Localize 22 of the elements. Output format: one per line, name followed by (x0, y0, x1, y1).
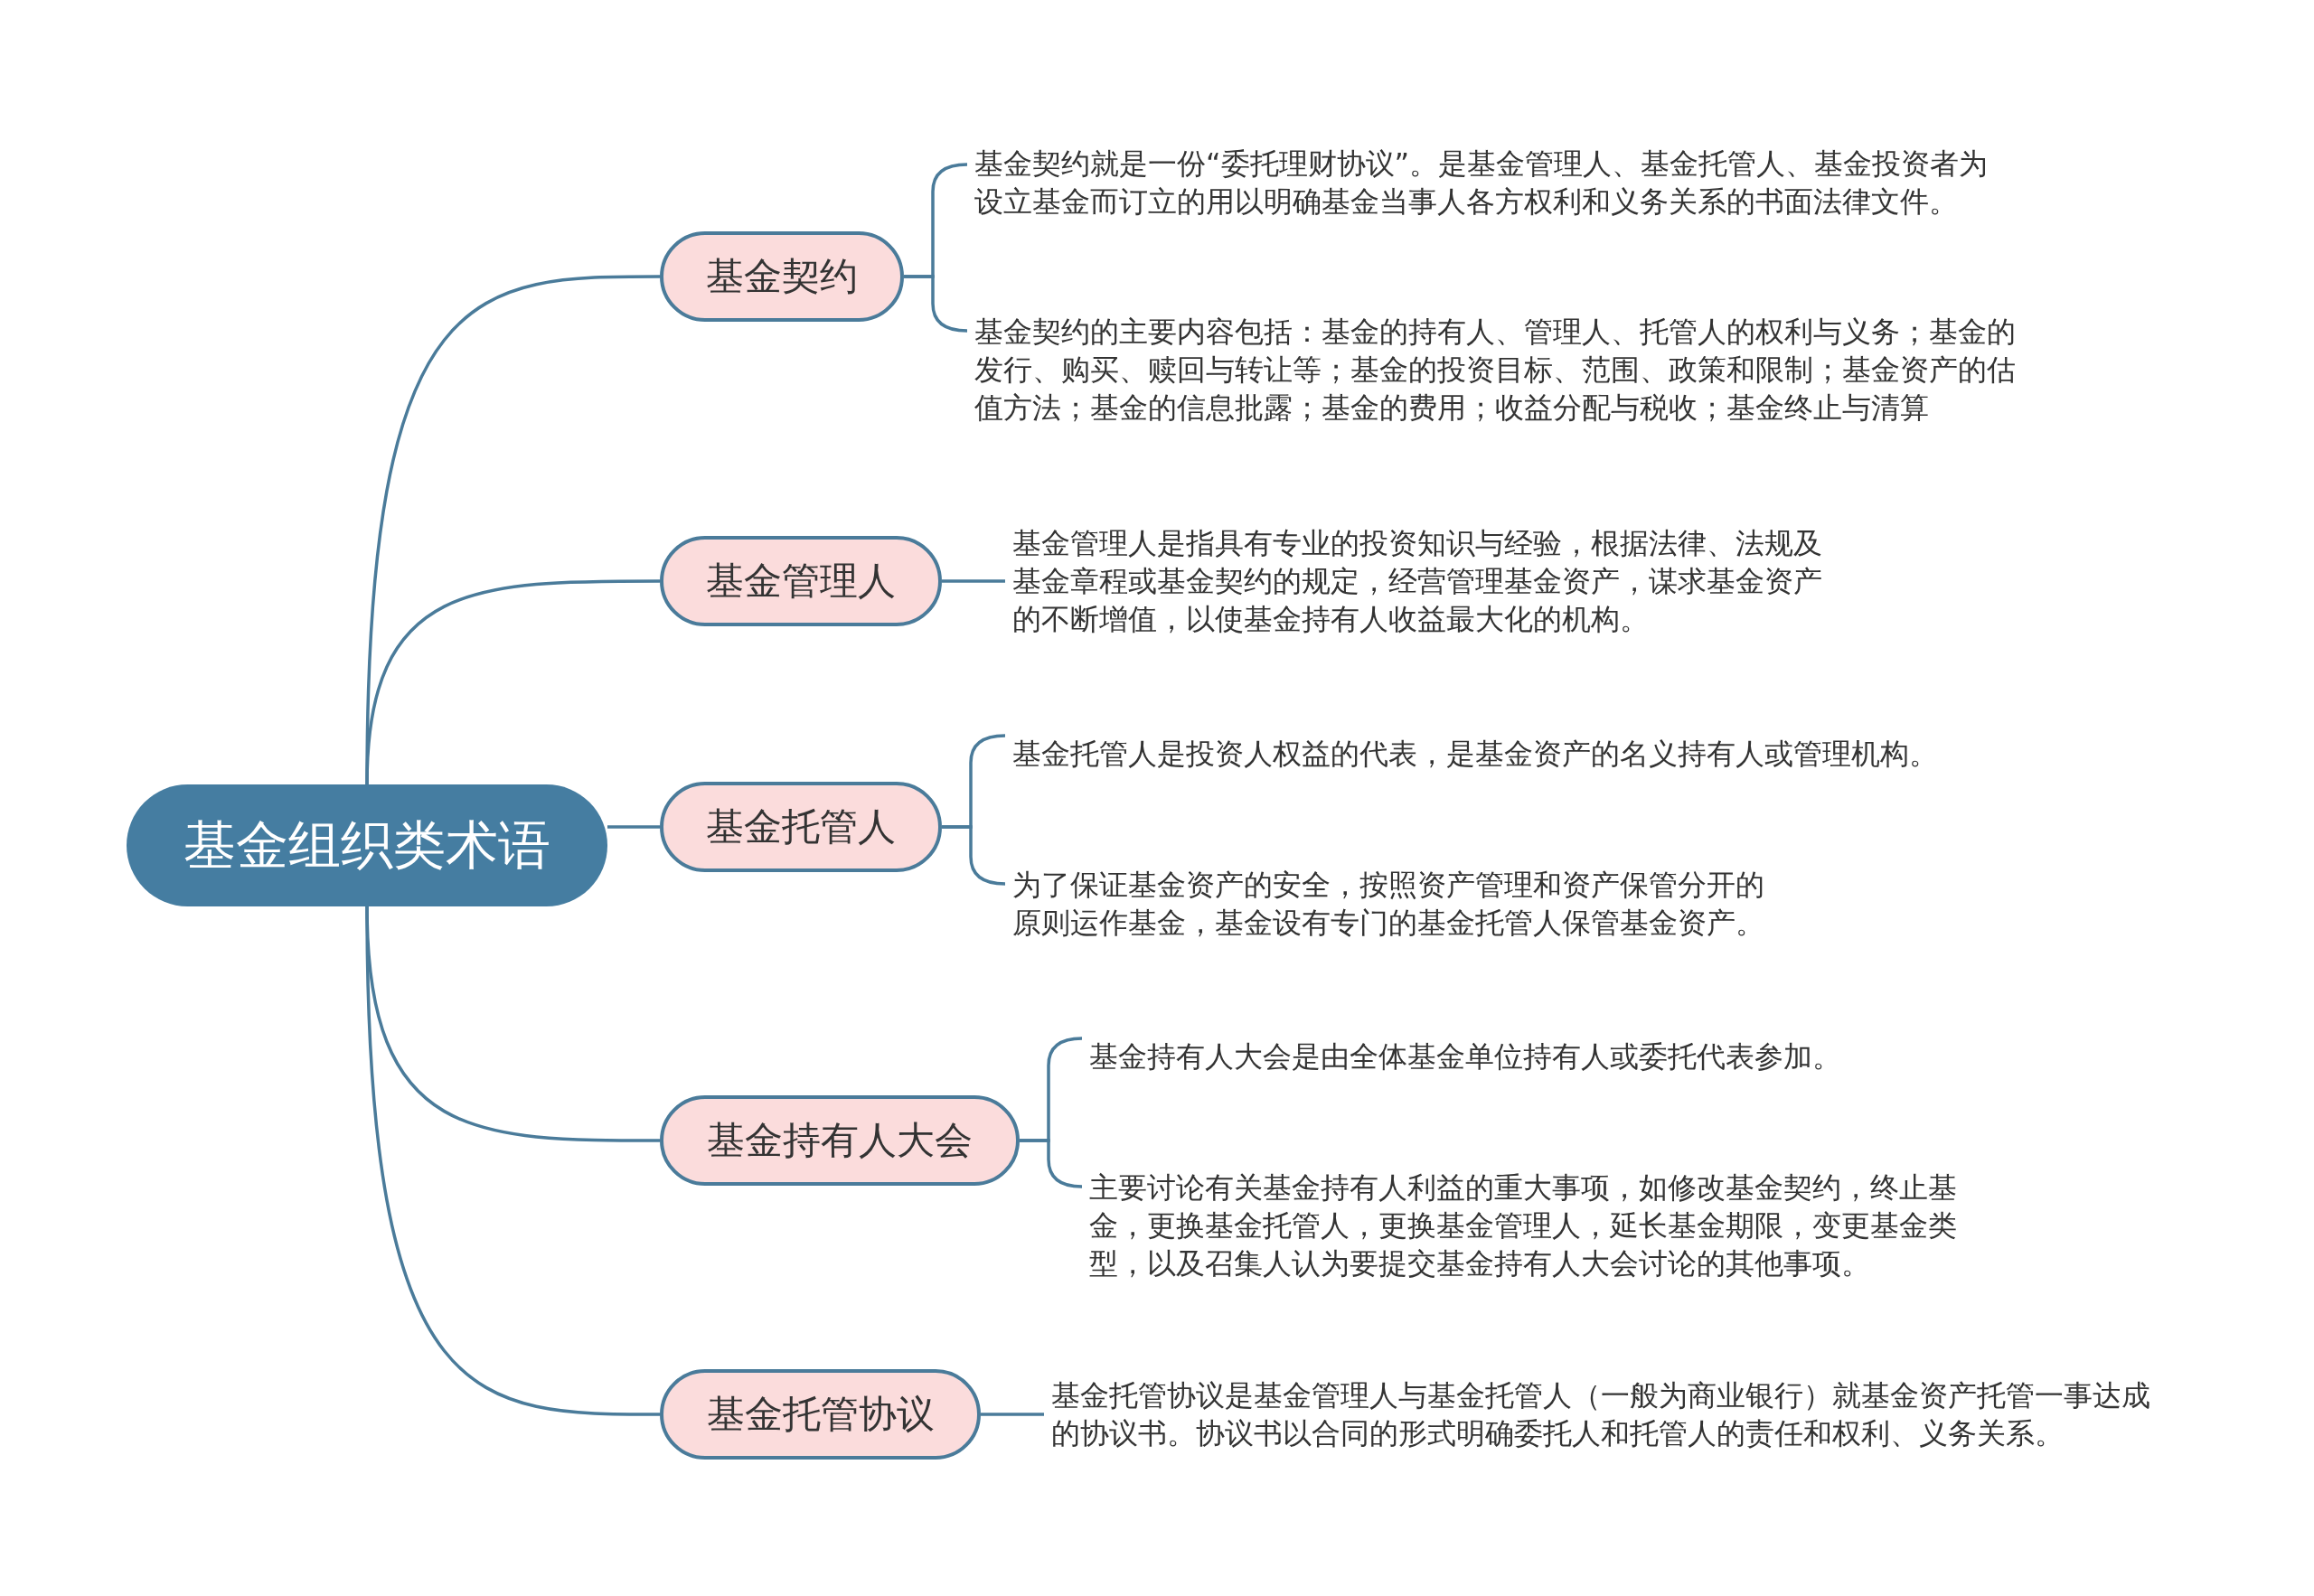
connector-line (942, 579, 1005, 583)
topic-box: 基金契约 (660, 231, 904, 322)
description-text: 基金托管协议是基金管理人与基金托管人（一般为商业银行）就基金资产托管一事达成的协议书。协议书以合同的形式明确委托人和托管人的责任和权利、义务关系。 (1051, 1376, 2168, 1452)
connector-line (981, 1413, 1044, 1416)
description-text: 为了保证基金资产的安全，按照资产管理和资产保管分开的原则运作基金，基金设有专门的基金托管人保管基金资产。 (1012, 866, 1783, 942)
description-text: 基金托管人是投资人权益的代表，是基金资产的名义持有人或管理机构。 (1012, 735, 1938, 773)
connector-line (607, 825, 660, 829)
central-topic: 基金组织类术语 (127, 784, 607, 906)
connector-line (365, 906, 660, 1416)
topic-box: 基金持有人大会 (660, 1095, 1020, 1186)
connector-line (1020, 1139, 1083, 1188)
connector-line (365, 579, 660, 785)
topic-box: 基金托管协议 (660, 1369, 981, 1460)
description-text: 基金契约就是一份“委托理财协议”。是基金管理人、基金托管人、基金投资者为设立基金而订立的用以明确基金当事人各方权利和义务关系的书面法律文件。 (974, 145, 2005, 221)
connector-line (904, 275, 968, 333)
topic-box: 基金管理人 (660, 536, 942, 626)
description-text: 基金管理人是指具有专业的投资知识与经验，根据法律、法规及基金章程或基金契约的规定，经营管理基金资产，谋求基金资产的不断增值，以使基金持有人收益最大化的机构。 (1012, 524, 1840, 638)
topic-box: 基金托管人 (660, 782, 942, 872)
description-text: 基金契约的主要内容包括：基金的持有人、管理人、托管人的权利与义务；基金的发行、购买、赎回与转让等；基金的投资目标、范围、政策和限制；基金资产的估值方法；基金的信息批露；基金的费用；收益分配与税收；基金终止与清算 (974, 313, 2034, 427)
description-text: 主要讨论有关基金持有人利益的重大事项，如修改基金契约，终止基金，更换基金托管人，更换基金管理人，延长基金期限，变更基金类型，以及召集人认为要提交基金持有人大会讨论的其他事项。 (1089, 1169, 1975, 1282)
connector-line (942, 825, 1006, 886)
description-text: 基金持有人大会是由全体基金单位持有人或委托代表参加。 (1089, 1037, 1841, 1075)
